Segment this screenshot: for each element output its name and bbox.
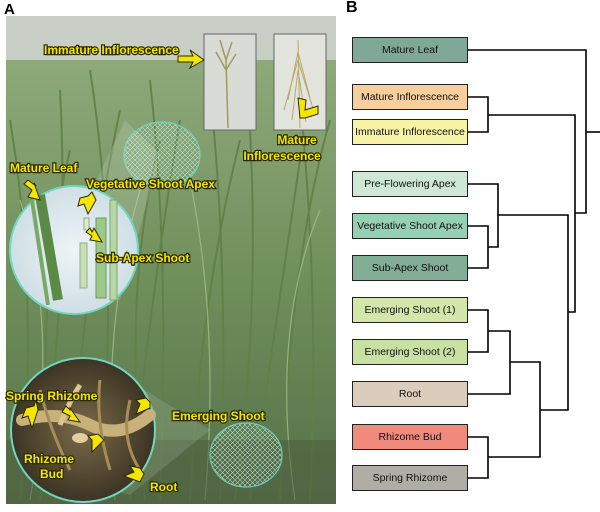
leaf-label: Mature Leaf	[381, 44, 439, 56]
mesh-bag-top	[123, 121, 201, 189]
label-spring-rhizome: Spring Rhizome	[6, 389, 98, 403]
leaf-label: Mature Inflorescence	[360, 91, 460, 103]
immature-inflorescence-photo	[203, 33, 257, 131]
dendrogram-branches	[468, 49, 600, 479]
leaf-label: Pre-Flowering Apex	[364, 178, 456, 190]
leaf-box-immature-inflorescence: Immature Inflorescence	[352, 119, 468, 145]
panel-a-photo: A Immature Inflorescence Mature Inflores…	[4, 1, 336, 504]
leaf-label: Immature Inflorescence	[355, 126, 465, 138]
leaf-box-mature-inflorescence: Mature Inflorescence	[352, 84, 468, 110]
leaf-label: Spring Rhizome	[372, 472, 448, 484]
label-mature-leaf: Mature Leaf	[10, 161, 78, 175]
label-vegetative-shoot-apex: Vegetative Shoot Apex	[86, 177, 215, 191]
label-emerging-shoot: Emerging Shoot	[172, 409, 265, 423]
panel-b-letter: B	[346, 0, 358, 16]
plant-photo-illustration: A Immature Inflorescence Mature Inflores…	[4, 1, 336, 504]
leaf-box-pre-flowering-apex: Pre-Flowering Apex	[352, 171, 468, 197]
pointer-arrows	[21, 49, 319, 483]
dendrogram-tree	[468, 49, 600, 479]
label-sub-apex-shoot: Sub-Apex Shoot	[96, 251, 189, 265]
leaf-box-emerging-shoot-2: Emerging Shoot (2)	[352, 339, 468, 365]
label-mature-inflorescence-line1: Mature	[277, 133, 317, 147]
leaf-box-rhizome-bud: Rhizome Bud	[352, 424, 468, 450]
shoot-magnified-circle	[9, 120, 160, 315]
leaf-label: Sub-Apex Shoot	[371, 262, 449, 274]
leaf-box-sub-apex-shoot: Sub-Apex Shoot	[352, 255, 468, 281]
panel-b-dendrogram: B Mature Leaf Mature Inf	[340, 0, 600, 507]
photo-labels: Immature Inflorescence Mature Infloresce…	[5, 42, 322, 495]
label-mature-inflorescence-line2: Inflorescence	[243, 149, 321, 163]
label-immature-inflorescence: Immature Inflorescence	[44, 43, 179, 57]
leaf-box-spring-rhizome: Spring Rhizome	[352, 465, 468, 491]
label-root: Root	[150, 480, 177, 494]
panel-a-letter: A	[4, 1, 15, 18]
rhizome-magnified-circle	[10, 357, 210, 503]
leaf-box-mature-leaf: Mature Leaf	[352, 37, 468, 63]
label-rhizome-bud-line1: Rhizome	[24, 452, 74, 466]
leaf-label: Vegetative Shoot Apex	[357, 220, 463, 232]
mesh-bag-bottom	[209, 422, 283, 488]
leaf-box-vegetative-shoot-apex: Vegetative Shoot Apex	[352, 213, 468, 239]
leaf-label: Emerging Shoot (1)	[364, 304, 456, 316]
leaf-box-root: Root	[352, 381, 468, 407]
label-rhizome-bud-line2: Bud	[40, 467, 63, 481]
leaf-box-emerging-shoot-1: Emerging Shoot (1)	[352, 297, 468, 323]
leaf-label: Emerging Shoot (2)	[364, 346, 456, 358]
leaf-label: Rhizome Bud	[378, 431, 442, 443]
leaf-label: Root	[398, 388, 422, 400]
